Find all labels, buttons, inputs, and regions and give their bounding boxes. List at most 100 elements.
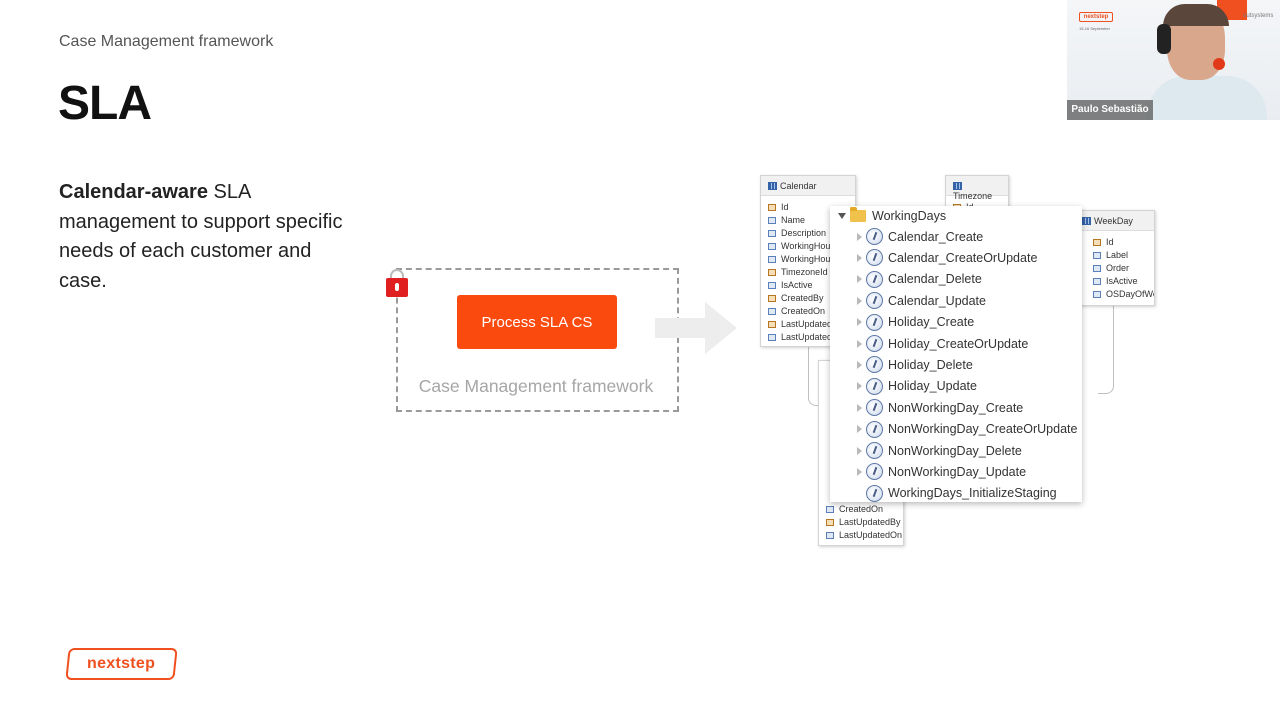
expand-arrow-icon[interactable] xyxy=(857,425,862,434)
foreign-key-icon xyxy=(768,269,776,276)
event-logo: nextstep xyxy=(1079,12,1113,22)
action-icon xyxy=(866,292,883,310)
attribute: Id xyxy=(761,201,855,214)
collapse-arrow-icon[interactable] xyxy=(838,213,846,219)
attribute: CreatedOn xyxy=(761,305,855,318)
entity-name: Timezone xyxy=(953,191,993,201)
action-icon xyxy=(866,420,883,438)
attribute-icon xyxy=(826,506,834,513)
action-icon xyxy=(866,356,883,374)
table-icon xyxy=(768,182,777,190)
tree-item[interactable]: Calendar_Create xyxy=(830,226,983,247)
attribute-icon xyxy=(1093,291,1101,298)
expand-arrow-icon[interactable] xyxy=(857,318,862,327)
attribute-icon xyxy=(768,217,776,224)
entity-weekday[interactable]: WeekDay Id Label Order IsActive OSDayOfW… xyxy=(1075,210,1155,306)
expand-arrow-icon[interactable] xyxy=(857,403,862,412)
working-days-tree[interactable]: WorkingDays Calendar_Create Calendar_Cre… xyxy=(830,206,1082,502)
action-icon xyxy=(866,399,883,417)
description-bold: Calendar-aware xyxy=(59,181,208,203)
table-icon xyxy=(1082,217,1091,225)
tree-item[interactable]: NonWorkingDay_Delete xyxy=(830,440,1022,461)
slide-description: Calendar-aware SLA management to support… xyxy=(59,178,349,296)
attribute: WorkingHou xyxy=(761,253,855,266)
entity-name: Calendar xyxy=(780,181,817,191)
attribute: Description xyxy=(761,227,855,240)
expand-arrow-icon[interactable] xyxy=(857,360,862,369)
framework-label: Case Management framework xyxy=(418,376,654,396)
speaker-video: nextstep 15-16 September outsystems Paul… xyxy=(1067,0,1280,120)
speaker-name-tag: Paulo Sebastião xyxy=(1067,100,1153,120)
attribute-icon xyxy=(768,334,776,341)
attribute-icon xyxy=(768,256,776,263)
action-icon xyxy=(866,335,883,352)
microphone-icon xyxy=(1213,58,1225,70)
attribute: Name xyxy=(761,214,855,227)
key-icon xyxy=(1093,239,1101,246)
tree-item[interactable]: NonWorkingDay_CreateOrUpdate xyxy=(830,419,1077,440)
entity-header: WeekDay xyxy=(1076,211,1154,231)
attribute-icon xyxy=(826,532,834,539)
action-icon xyxy=(866,313,883,331)
attribute: LastUpdated xyxy=(761,318,855,331)
speaker-hair xyxy=(1163,4,1229,26)
entity-name: WeekDay xyxy=(1094,216,1133,226)
attribute-icon xyxy=(768,282,776,289)
foreign-key-icon xyxy=(768,295,776,302)
expand-arrow-icon[interactable] xyxy=(857,446,862,455)
process-sla-button[interactable]: Process SLA CS xyxy=(457,295,617,349)
tree-root-label: WorkingDays xyxy=(872,209,947,223)
expand-arrow-icon[interactable] xyxy=(857,275,862,284)
expand-arrow-icon[interactable] xyxy=(857,339,862,348)
attribute: OSDayOfWeek xyxy=(1086,288,1154,301)
attribute: WorkingHou xyxy=(761,240,855,253)
logo-text: nextstep xyxy=(87,655,156,672)
slide-supertitle: Case Management framework xyxy=(59,33,274,50)
action-icon xyxy=(866,463,883,481)
key-icon xyxy=(768,204,776,211)
tree-item[interactable]: NonWorkingDay_Update xyxy=(830,461,1026,482)
action-icon xyxy=(866,484,883,502)
tree-root-working-days[interactable]: WorkingDays xyxy=(830,206,946,226)
folder-icon xyxy=(850,207,866,222)
action-icon xyxy=(866,249,883,267)
tree-item[interactable]: WorkingDays_InitializeStaging xyxy=(830,483,1057,502)
nextstep-logo: nextstep xyxy=(65,648,178,680)
attribute: Id xyxy=(1086,236,1154,249)
expand-arrow-icon[interactable] xyxy=(857,382,862,391)
attribute: LastUpdatedBy xyxy=(819,516,903,529)
expand-arrow-icon[interactable] xyxy=(857,467,862,476)
framework-dashed-box xyxy=(396,268,679,412)
action-icon xyxy=(866,442,883,459)
expand-arrow-icon[interactable] xyxy=(857,296,862,305)
tree-item[interactable]: NonWorkingDay_Create xyxy=(830,397,1023,418)
tree-item[interactable]: Calendar_Delete xyxy=(830,269,982,290)
expand-arrow-icon[interactable] xyxy=(857,232,862,241)
attribute: Order xyxy=(1086,262,1154,275)
arrow-right-icon xyxy=(655,302,737,354)
entity-timezone[interactable]: Timezone Id xyxy=(945,175,1009,211)
attribute: CreatedOn xyxy=(819,503,903,516)
attribute-icon xyxy=(1093,278,1101,285)
tree-item[interactable]: Calendar_CreateOrUpdate xyxy=(830,247,1037,268)
attribute: IsActive xyxy=(1086,275,1154,288)
attribute-icon xyxy=(768,230,776,237)
event-date: 15-16 September xyxy=(1079,26,1110,31)
brand-logo: outsystems xyxy=(1235,12,1273,19)
attribute: IsActive xyxy=(761,279,855,292)
connector-line xyxy=(1098,300,1114,394)
table-icon xyxy=(953,182,962,190)
entity-header: Timezone xyxy=(946,176,1008,201)
attribute: TimezoneId xyxy=(761,266,855,279)
tree-item[interactable]: Holiday_CreateOrUpdate xyxy=(830,333,1028,354)
tree-item[interactable]: Holiday_Update xyxy=(830,376,977,397)
attribute: LastUpdatedOn xyxy=(819,529,903,542)
tree-item[interactable]: Holiday_Delete xyxy=(830,354,973,375)
attribute-icon xyxy=(1093,265,1101,272)
expand-arrow-icon[interactable] xyxy=(857,253,862,262)
tree-item[interactable]: Calendar_Update xyxy=(830,290,986,311)
foreign-key-icon xyxy=(826,519,834,526)
tree-item[interactable]: Holiday_Create xyxy=(830,312,974,333)
headset-icon xyxy=(1157,24,1171,54)
action-icon xyxy=(866,270,883,288)
